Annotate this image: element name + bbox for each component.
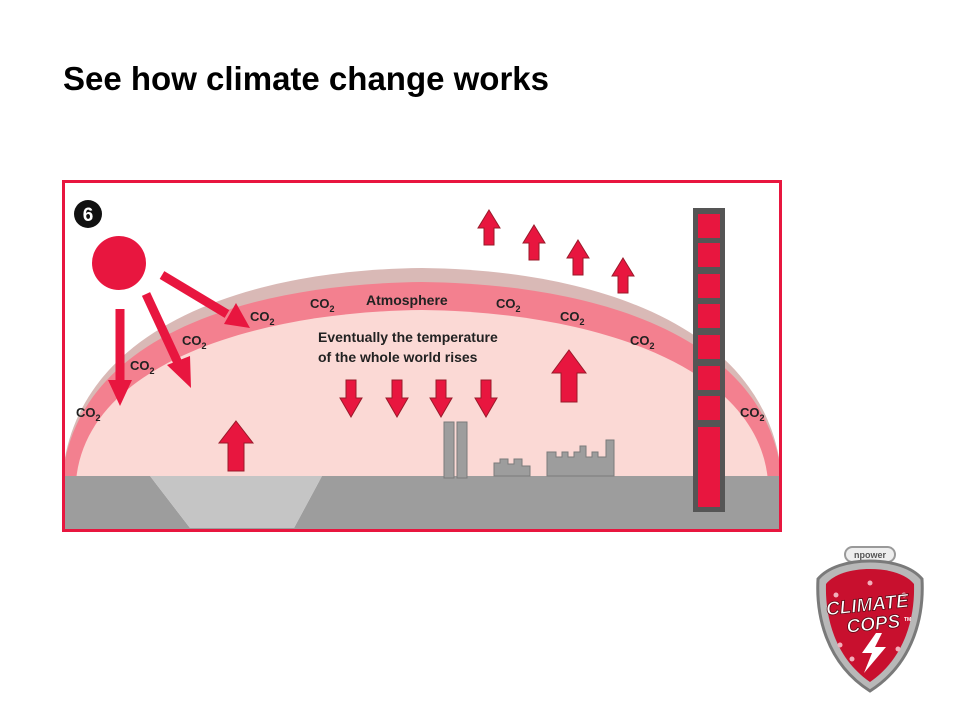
- trapped-heat-arrows: [339, 379, 498, 418]
- co2-label: CO2: [250, 309, 275, 327]
- climate-diagram: 6 CO2 CO2 CO2 CO2 CO2 CO2 CO2 CO2 CO2 At…: [62, 180, 782, 532]
- co2-labels: CO2 CO2 CO2 CO2 CO2 CO2 CO2 CO2 CO2: [76, 296, 765, 423]
- co2-label: CO2: [182, 333, 207, 351]
- valley: [150, 476, 322, 528]
- climate-cops-logo: npower CLIMATE COPS TM: [812, 545, 928, 695]
- logo-word-2: COPS: [846, 611, 902, 638]
- co2-label: CO2: [76, 405, 101, 423]
- caption-line-2: of the whole world rises: [318, 349, 478, 365]
- co2-label: CO2: [310, 296, 335, 314]
- logo-shield-inner: [825, 569, 915, 682]
- logo-tm: TM: [904, 617, 911, 623]
- factory-chimneys: [443, 421, 468, 479]
- logo-stars: [833, 580, 907, 662]
- sun-rays: [108, 271, 250, 406]
- co2-label: CO2: [560, 309, 585, 327]
- logo-brand: npower: [854, 550, 886, 560]
- co2-label: CO2: [630, 333, 655, 351]
- step-number-badge: [74, 200, 102, 228]
- large-factory: [546, 439, 615, 477]
- co2-label: CO2: [496, 296, 521, 314]
- ground: [62, 476, 782, 532]
- rising-heat-arrows: [217, 349, 587, 472]
- caption-line-1: Eventually the temperature: [318, 329, 498, 345]
- logo-lightning-icon: [862, 633, 886, 673]
- sun: [92, 236, 146, 290]
- climate-cops-logo-svg: npower CLIMATE COPS TM: [816, 546, 924, 693]
- diagram-frame: [62, 180, 782, 532]
- atmosphere-label: Atmosphere: [366, 292, 448, 308]
- small-building: [493, 458, 531, 477]
- co2-label: CO2: [130, 358, 155, 376]
- thermometer-cells: [698, 214, 720, 507]
- step-number: 6: [83, 205, 94, 226]
- escaping-heat-arrows: [477, 209, 635, 294]
- slide-title: See how climate change works: [63, 60, 550, 97]
- climate-diagram-svg: 6 CO2 CO2 CO2 CO2 CO2 CO2 CO2 CO2 CO2 At…: [62, 180, 782, 532]
- co2-label: CO2: [740, 405, 765, 423]
